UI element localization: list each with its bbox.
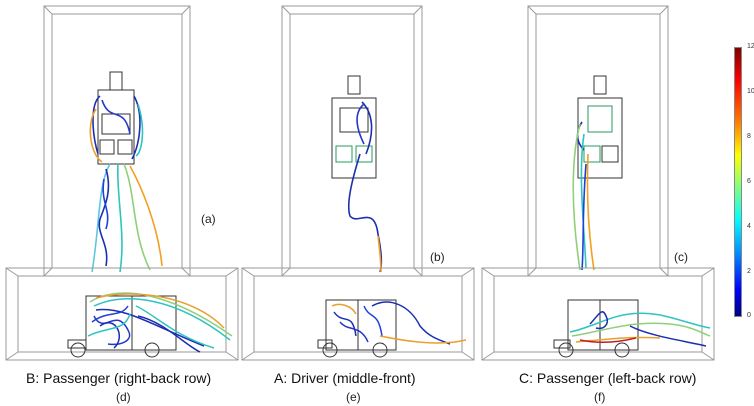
panel-f-figure xyxy=(481,267,715,361)
panel-f-label: (f) xyxy=(594,390,606,404)
colorbar-tick-8: 8 xyxy=(747,133,751,140)
caption-d: B: Passenger (right-back row) xyxy=(26,370,212,386)
panel-b-label: (b) xyxy=(430,250,445,264)
panel-d xyxy=(4,266,240,362)
panel-c-label: (c) xyxy=(674,250,688,264)
colorbar-tick-10: 10 xyxy=(747,88,754,95)
panel-e xyxy=(240,266,476,362)
panel-b-figure xyxy=(281,5,423,277)
panel-e-label: (e) xyxy=(346,390,361,404)
panel-a: (a) xyxy=(40,4,250,280)
caption-f: C: Passenger (left-back row) xyxy=(519,370,697,386)
panel-a-label: (a) xyxy=(201,212,216,226)
caption-e: A: Driver (middle-front) xyxy=(274,370,416,386)
panel-d-label: (d) xyxy=(116,390,131,404)
panel-b: (b) xyxy=(278,4,478,280)
colorbar-tick-6: 6 xyxy=(747,178,751,185)
colorbar-tick-12: 12 xyxy=(747,43,754,50)
panel-e-figure xyxy=(241,267,475,361)
panel-a-figure xyxy=(43,5,191,277)
panel-c-figure xyxy=(527,5,669,277)
colorbar-tick-0: 0 xyxy=(747,312,751,319)
colorbar-tick-2: 2 xyxy=(747,268,751,275)
colorbar-tick-4: 4 xyxy=(747,223,751,230)
colorbar xyxy=(734,47,742,317)
panel-f xyxy=(480,266,716,362)
panel-c: (c) xyxy=(524,4,724,280)
panel-d-figure xyxy=(5,267,239,361)
